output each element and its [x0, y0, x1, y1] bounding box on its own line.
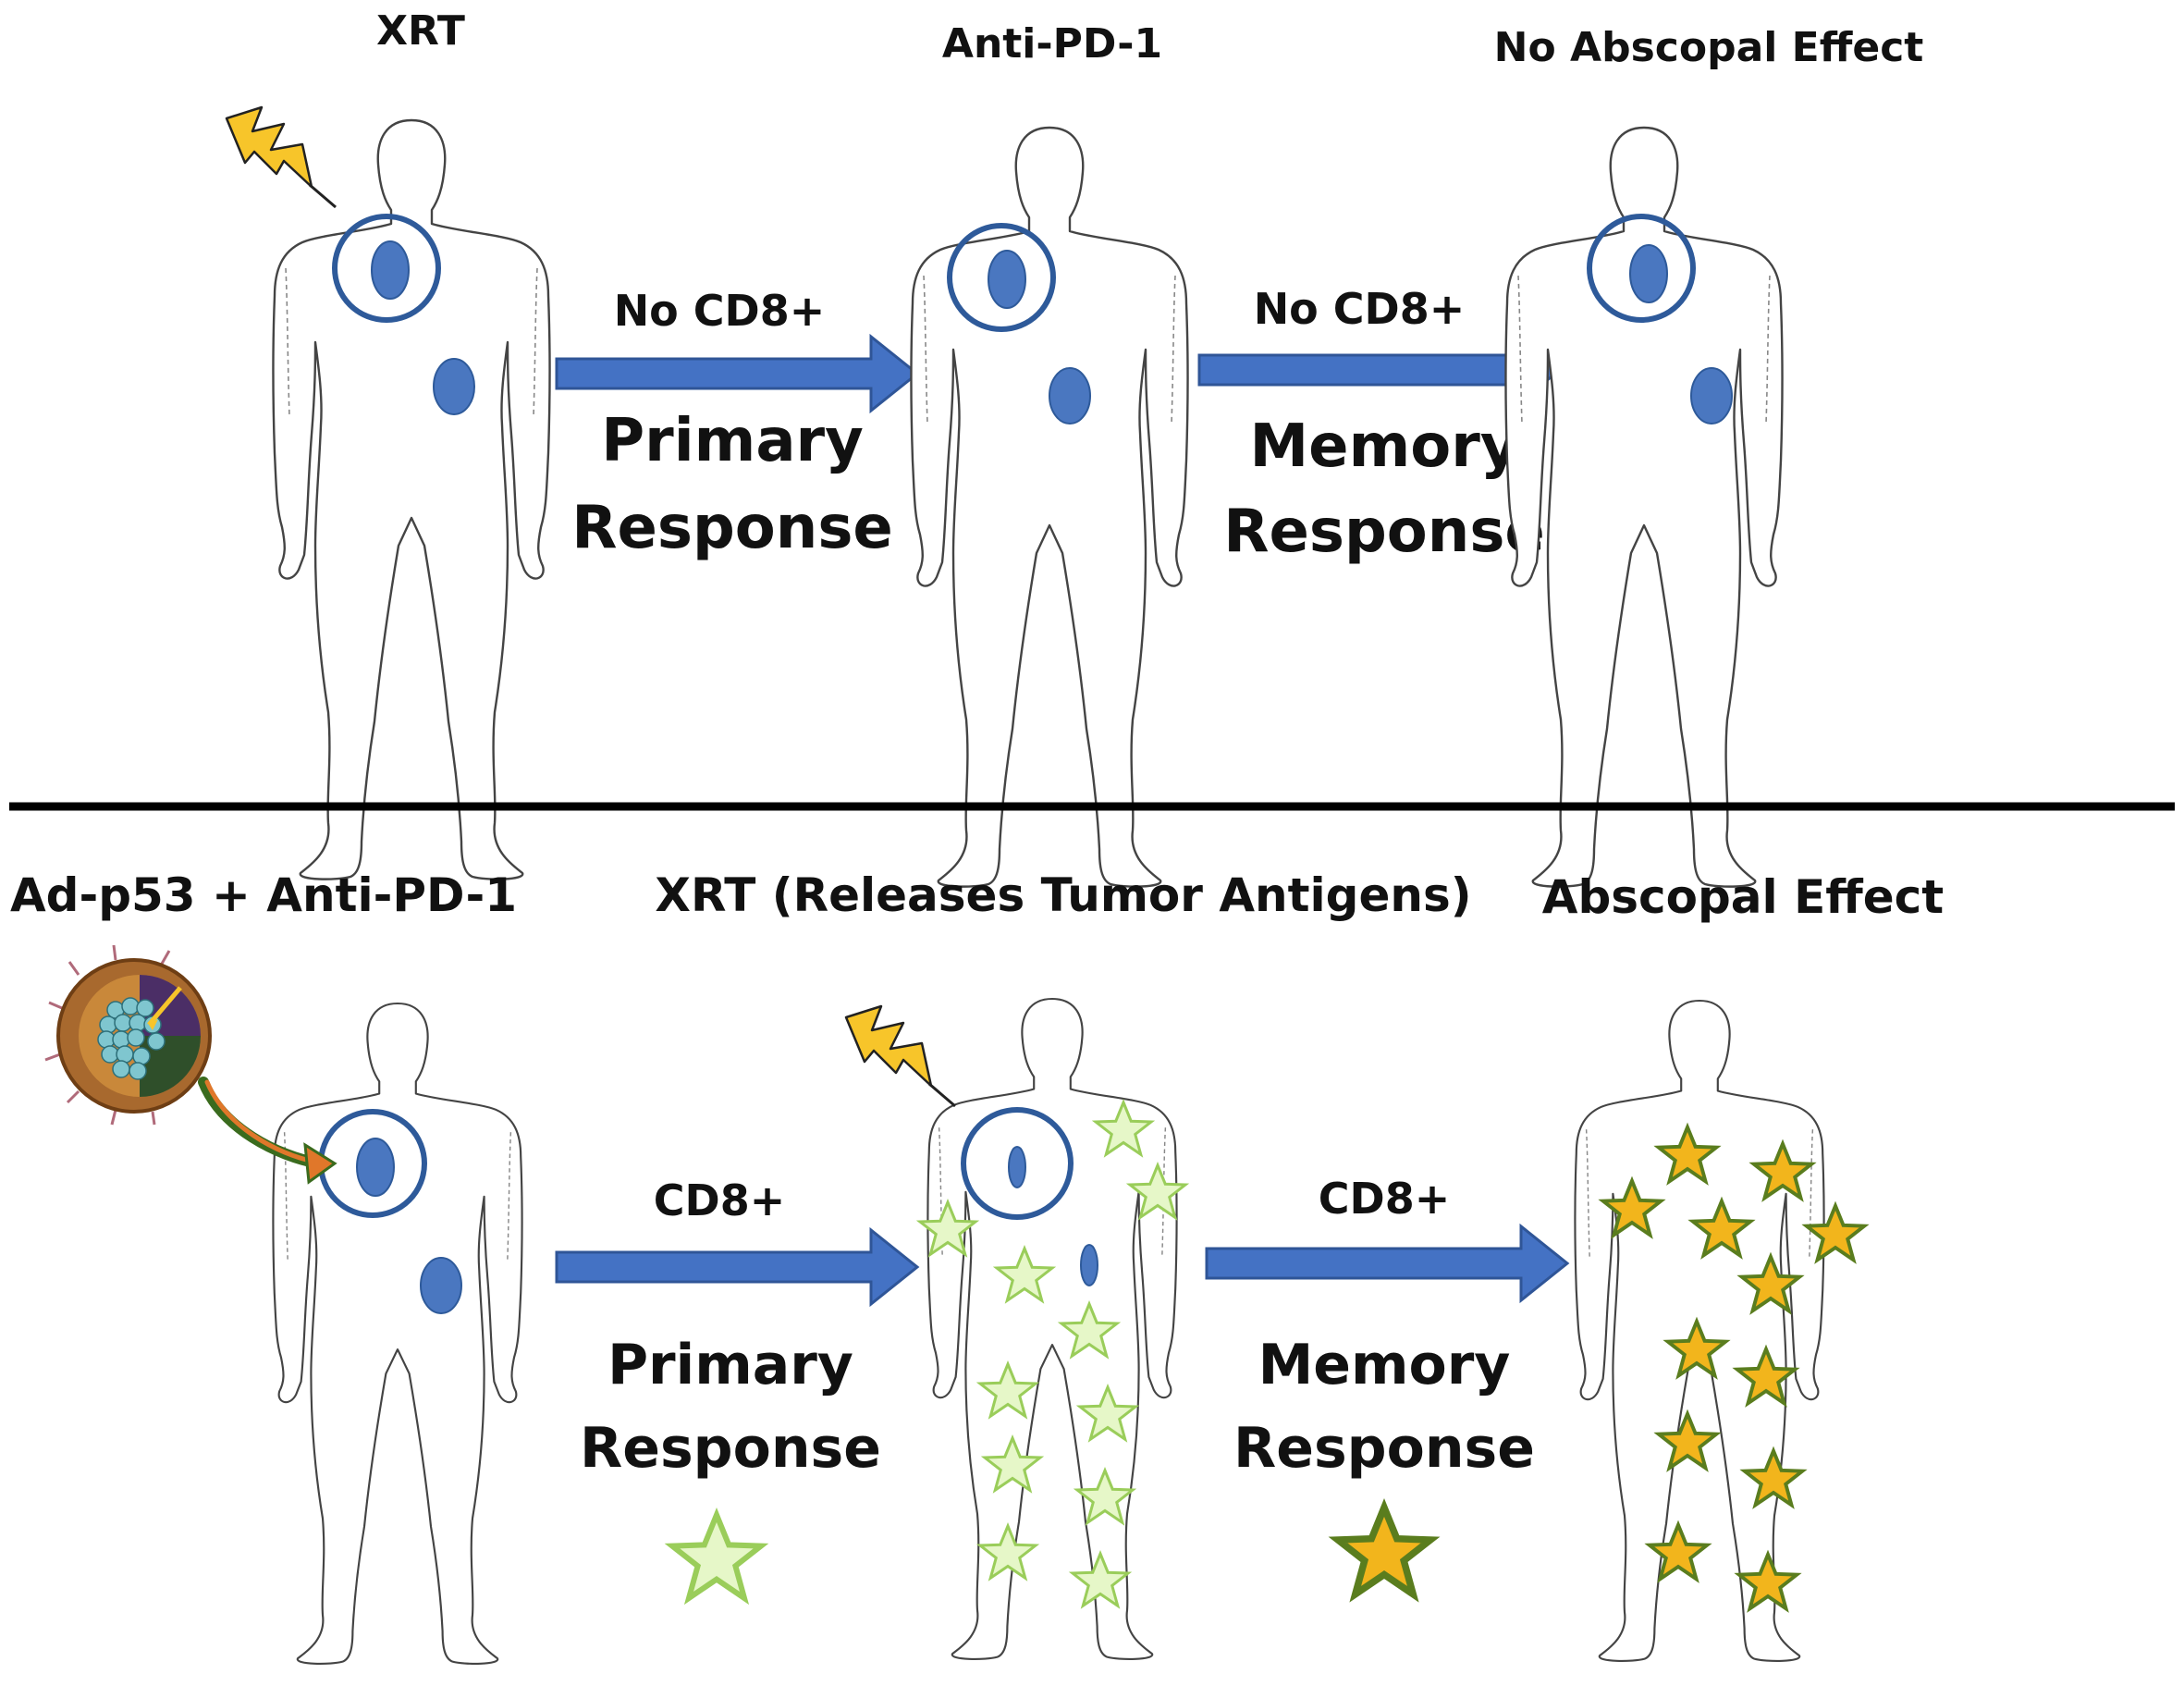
top-arrow-2-line2: Memory: [1249, 412, 1518, 481]
lightning-icon: [225, 105, 337, 209]
top-body-2: [910, 126, 1189, 888]
distant-tumor: [1049, 367, 1091, 425]
bottom-panel-title-1: Ad-p53 + Anti-PD-1: [10, 868, 517, 922]
distant-tumor: [420, 1257, 462, 1314]
primary-tumor: [988, 250, 1026, 309]
irradiated-tumor-ring: [947, 223, 1056, 332]
shrinking-primary-tumor: [1008, 1146, 1026, 1188]
bottom-panel-title-2: XRT (Releases Tumor Antigens): [655, 868, 1471, 922]
top-arrow-2-line3: Response: [1223, 498, 1545, 566]
bottom-arrow-2-line3: Response: [1233, 1416, 1535, 1481]
top-arrow-2-line1: No CD8+: [1254, 284, 1466, 334]
top-arrow-1-line3: Response: [571, 494, 893, 562]
top-panel-title-3: No Abscopal Effect: [1494, 24, 1924, 71]
bottom-body-2: [844, 997, 1187, 1661]
bottom-body-3: [1574, 999, 1867, 1663]
top-arrow-1: [555, 335, 919, 412]
bottom-arrow-1-line2: Primary: [607, 1333, 853, 1397]
irradiated-tumor-ring: [1587, 214, 1696, 323]
shrinking-distant-tumor: [1080, 1244, 1098, 1286]
bottom-arrow-1: [555, 1228, 919, 1306]
top-body-1: [225, 105, 551, 880]
irradiated-tumor-ring: [332, 214, 441, 323]
primary-tumor: [356, 1138, 395, 1197]
adenovirus-icon: [44, 944, 212, 1126]
memory-star-icon: [1338, 1508, 1430, 1594]
distant-tumor: [433, 358, 475, 415]
top-panel-title-1: XRT: [376, 7, 465, 55]
distant-tumor: [1690, 367, 1733, 425]
irradiated-tumor-ring: [961, 1107, 1074, 1220]
bottom-arrow-1-line3: Response: [580, 1416, 881, 1481]
bottom-arrow-2: [1205, 1225, 1569, 1302]
top-arrow-1-line1: No CD8+: [614, 286, 826, 336]
bottom-arrow-2-line1: CD8+: [1319, 1174, 1451, 1224]
bottom-arrow-1-line1: CD8+: [654, 1175, 786, 1225]
primary-star-icon: [672, 1515, 761, 1598]
primary-tumor: [1629, 244, 1668, 303]
primary-tumor: [371, 240, 410, 300]
top-panel-title-2: Anti-PD-1: [942, 20, 1162, 68]
bottom-arrow-2-line2: Memory: [1258, 1333, 1511, 1397]
bottom-panel-title-3: Abscopal Effect: [1542, 870, 1944, 924]
bottom-body-1: [44, 944, 523, 1666]
top-body-3: [1504, 126, 1784, 888]
top-arrow-1-line2: Primary: [601, 407, 864, 475]
lightning-icon: [844, 1004, 957, 1108]
